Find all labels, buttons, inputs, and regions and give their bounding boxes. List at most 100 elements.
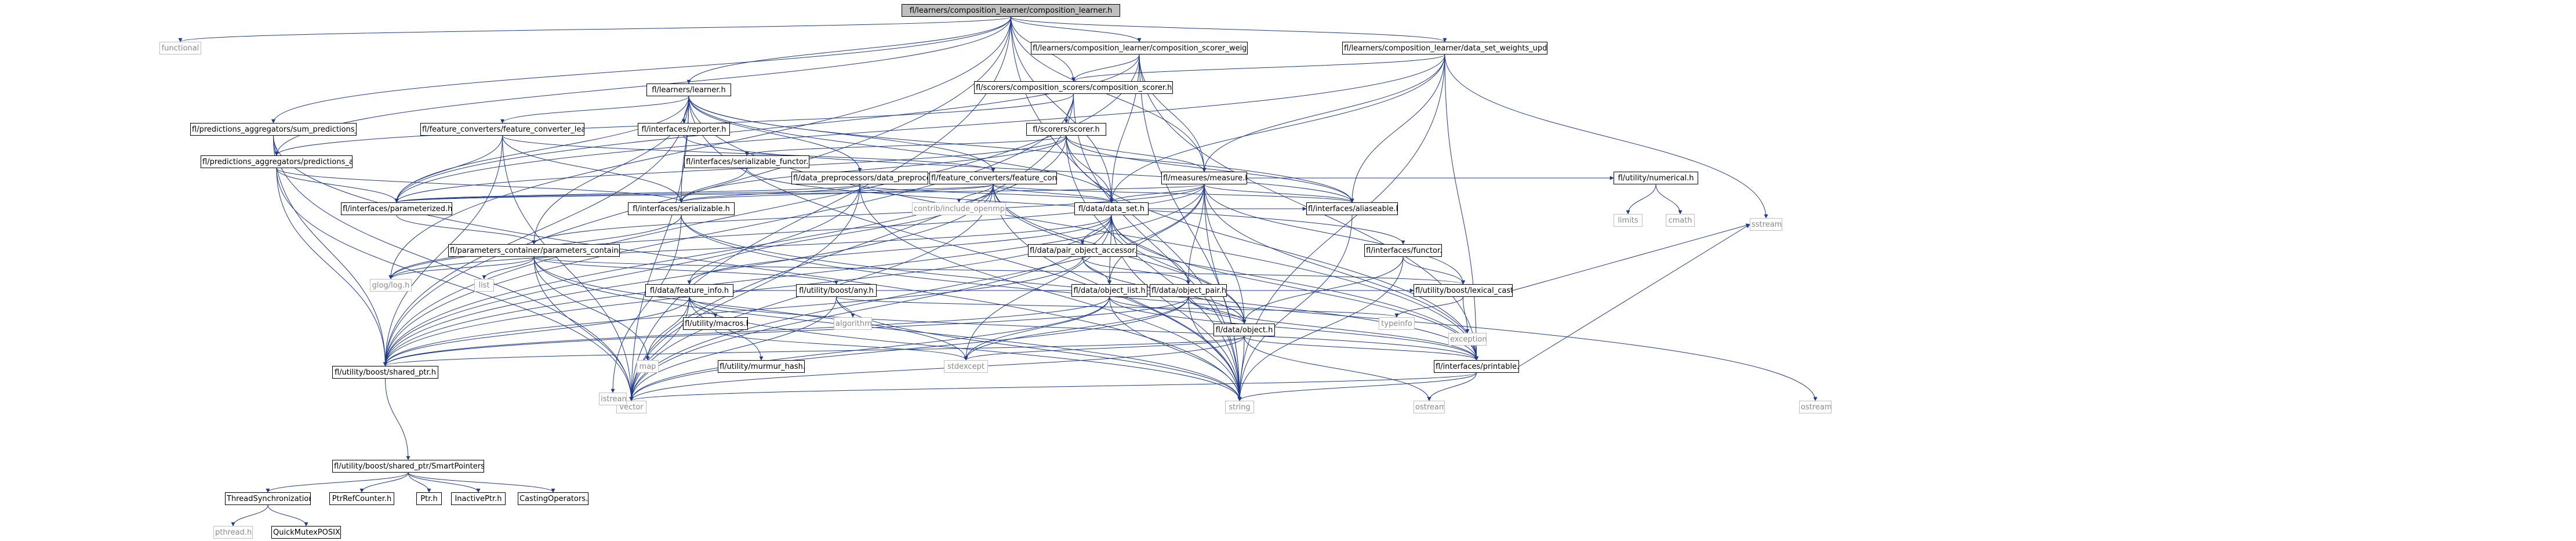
edge-printable-ostream2 bbox=[1427, 372, 1477, 401]
edge-pa-param bbox=[276, 168, 399, 203]
node-functional[interactable]: functional bbox=[159, 42, 201, 55]
node-scorer[interactable]: fl/scorers/scorer.h bbox=[1026, 123, 1106, 136]
node-serializable[interactable]: fl/interfaces/serializable.h bbox=[628, 202, 735, 215]
node-stdexcept[interactable]: stdexcept bbox=[944, 360, 988, 373]
node-parameterized[interactable]: fl/interfaces/parameterized.h bbox=[341, 202, 452, 215]
edge-object-string bbox=[1237, 336, 1245, 401]
edge-pcont-stdexcept bbox=[533, 256, 968, 361]
edge-root-learner bbox=[686, 16, 1011, 84]
edge-pcont-glog bbox=[388, 256, 535, 279]
node-ptr[interactable]: Ptr.h bbox=[416, 492, 442, 505]
node-thread-synchronization[interactable]: ThreadSynchronization.h bbox=[225, 492, 311, 505]
node-pthread[interactable]: pthread.h bbox=[213, 526, 253, 539]
node-composition-learner[interactable]: fl/learners/composition_learner/composit… bbox=[902, 4, 1120, 17]
edge-smart-pref bbox=[359, 472, 409, 493]
node-smart-pointers[interactable]: fl/utility/boost/shared_ptr/SmartPointer… bbox=[332, 460, 484, 473]
node-ostream[interactable]: ostream bbox=[1414, 401, 1445, 413]
node-sstream[interactable]: sstream bbox=[1750, 218, 1782, 231]
edge-dataset-finfo bbox=[687, 215, 1112, 285]
edge-scorer-measure bbox=[1066, 135, 1207, 172]
node-data-set-weights-updater[interactable]: fl/learners/composition_learner/data_set… bbox=[1342, 42, 1547, 55]
node-lexical-cast[interactable]: fl/utility/boost/lexical_cast.h bbox=[1414, 284, 1513, 297]
node-numerical[interactable]: fl/utility/numerical.h bbox=[1614, 172, 1698, 184]
edge-fccl-sptr bbox=[383, 135, 503, 366]
node-ostream-right[interactable]: ostream bbox=[1799, 401, 1832, 413]
node-string[interactable]: string bbox=[1225, 401, 1254, 413]
node-aliaseable[interactable]: fl/interfaces/aliaseable.h bbox=[1306, 202, 1398, 215]
node-casting-operators[interactable]: CastingOperators.h bbox=[518, 492, 588, 505]
node-object-pair[interactable]: fl/data/object_pair.h bbox=[1150, 284, 1227, 297]
edge-functor-lcast bbox=[1403, 256, 1465, 285]
edge-csu-dataset bbox=[1109, 54, 1140, 203]
node-composition-scorer[interactable]: fl/scorers/composition_scorers/compositi… bbox=[974, 81, 1173, 94]
edge-learner-serial bbox=[679, 96, 689, 203]
edge-scorer-param bbox=[394, 135, 1067, 203]
edge-tsync-pthread bbox=[231, 504, 268, 527]
node-object-list[interactable]: fl/data/object_list.h bbox=[1071, 284, 1147, 297]
edge-root-measure bbox=[1011, 16, 1207, 172]
node-include-openmp[interactable]: contrib/include_openmp.h bbox=[912, 202, 1006, 215]
edge-opair-printable bbox=[1188, 296, 1478, 361]
edge-csc-sptr bbox=[383, 93, 1074, 366]
edge-fconv-serial bbox=[679, 184, 994, 203]
edge-scorer-string bbox=[1066, 135, 1242, 401]
node-murmur-hash[interactable]: fl/utility/murmur_hash.h bbox=[718, 360, 805, 373]
node-object[interactable]: fl/data/object.h bbox=[1213, 324, 1275, 336]
edge-csc-string bbox=[1073, 93, 1242, 401]
node-list[interactable]: list bbox=[474, 279, 494, 292]
node-limits[interactable]: limits bbox=[1614, 214, 1643, 227]
node-map[interactable]: map bbox=[637, 360, 659, 373]
node-macros[interactable]: fl/utility/macros.h bbox=[683, 317, 748, 330]
node-shared-ptr[interactable]: fl/utility/boost/shared_ptr.h bbox=[332, 366, 438, 379]
node-serializable-functor[interactable]: fl/interfaces/serializable_functor.h bbox=[684, 155, 809, 168]
node-feature-converter-learner[interactable]: fl/feature_converters/feature_converter_… bbox=[420, 123, 584, 136]
edge-spa-string bbox=[273, 135, 1242, 401]
edge-opair-object bbox=[1188, 296, 1247, 324]
edge-object-vector bbox=[629, 336, 1245, 401]
edge-any-vector bbox=[629, 296, 837, 401]
edge-olist-stdexcept bbox=[964, 296, 1110, 361]
node-exception[interactable]: exception bbox=[1448, 333, 1487, 346]
edge-root-glog bbox=[388, 16, 1011, 279]
edge-learner-printable bbox=[688, 96, 1478, 361]
node-cmath[interactable]: cmath bbox=[1666, 214, 1695, 227]
node-ptr-ref-counter[interactable]: PtrRefCounter.h bbox=[329, 492, 394, 505]
edge-spa-sptr bbox=[273, 135, 387, 366]
node-printable[interactable]: fl/interfaces/printable.h bbox=[1434, 360, 1519, 373]
node-reporter[interactable]: fl/interfaces/reporter.h bbox=[638, 123, 730, 136]
node-istream[interactable]: istream bbox=[599, 393, 627, 405]
node-typeinfo[interactable]: typeinfo bbox=[1379, 317, 1415, 330]
edge-alias-string bbox=[1237, 215, 1353, 401]
node-feature-converter[interactable]: fl/feature_converters/feature_converter.… bbox=[929, 172, 1057, 184]
edge-dpre-param bbox=[394, 184, 860, 203]
edge-dsw-csc bbox=[1071, 54, 1445, 82]
edge-dsw-sstream bbox=[1444, 54, 1768, 219]
node-feature-info[interactable]: fl/data/feature_info.h bbox=[645, 284, 733, 297]
node-inactive-ptr[interactable]: InactivePtr.h bbox=[451, 492, 506, 505]
node-quick-mutex-posix[interactable]: QuickMutexPOSIX.h bbox=[271, 526, 341, 539]
node-functor[interactable]: fl/interfaces/functor.h bbox=[1364, 244, 1442, 257]
node-predictions-aggregator[interactable]: fl/predictions_aggregators/predictions_a… bbox=[201, 155, 353, 168]
edge-pobj-sptr bbox=[383, 256, 1083, 366]
node-data-preprocessor[interactable]: fl/data_preprocessors/data_preprocessor.… bbox=[791, 172, 928, 184]
node-pair-object-accessor[interactable]: fl/data/pair_object_accessor.h bbox=[1028, 244, 1137, 257]
node-data-set[interactable]: fl/data/data_set.h bbox=[1074, 202, 1149, 215]
node-measure[interactable]: fl/measures/measure.h bbox=[1161, 172, 1247, 184]
node-learner[interactable]: fl/learners/learner.h bbox=[646, 83, 731, 96]
node-parameters-container[interactable]: fl/parameters_container/parameters_conta… bbox=[448, 244, 620, 257]
edge-printable-string bbox=[1237, 372, 1477, 401]
edge-measure-opair bbox=[1186, 184, 1205, 285]
node-sum-predictions-aggregator[interactable]: fl/predictions_aggregators/sum_predictio… bbox=[190, 123, 357, 136]
edge-scorer-serial bbox=[679, 135, 1067, 203]
edge-numerical-cmath bbox=[1655, 184, 1683, 215]
edge-lcast-sstream bbox=[1512, 223, 1750, 291]
edge-object-stdexcept bbox=[964, 336, 1245, 361]
edge-finfo-vector bbox=[629, 296, 690, 401]
edge-olist-printable bbox=[1109, 296, 1478, 361]
node-algorithm[interactable]: algorithm bbox=[834, 317, 872, 330]
node-boost-any[interactable]: fl/utility/boost/any.h bbox=[796, 284, 877, 297]
edge-smart-ptr bbox=[408, 472, 431, 493]
node-glog-log[interactable]: glog/log.h bbox=[370, 279, 412, 292]
node-composition-scorer-weights-updater[interactable]: fl/learners/composition_learner/composit… bbox=[1031, 42, 1248, 55]
